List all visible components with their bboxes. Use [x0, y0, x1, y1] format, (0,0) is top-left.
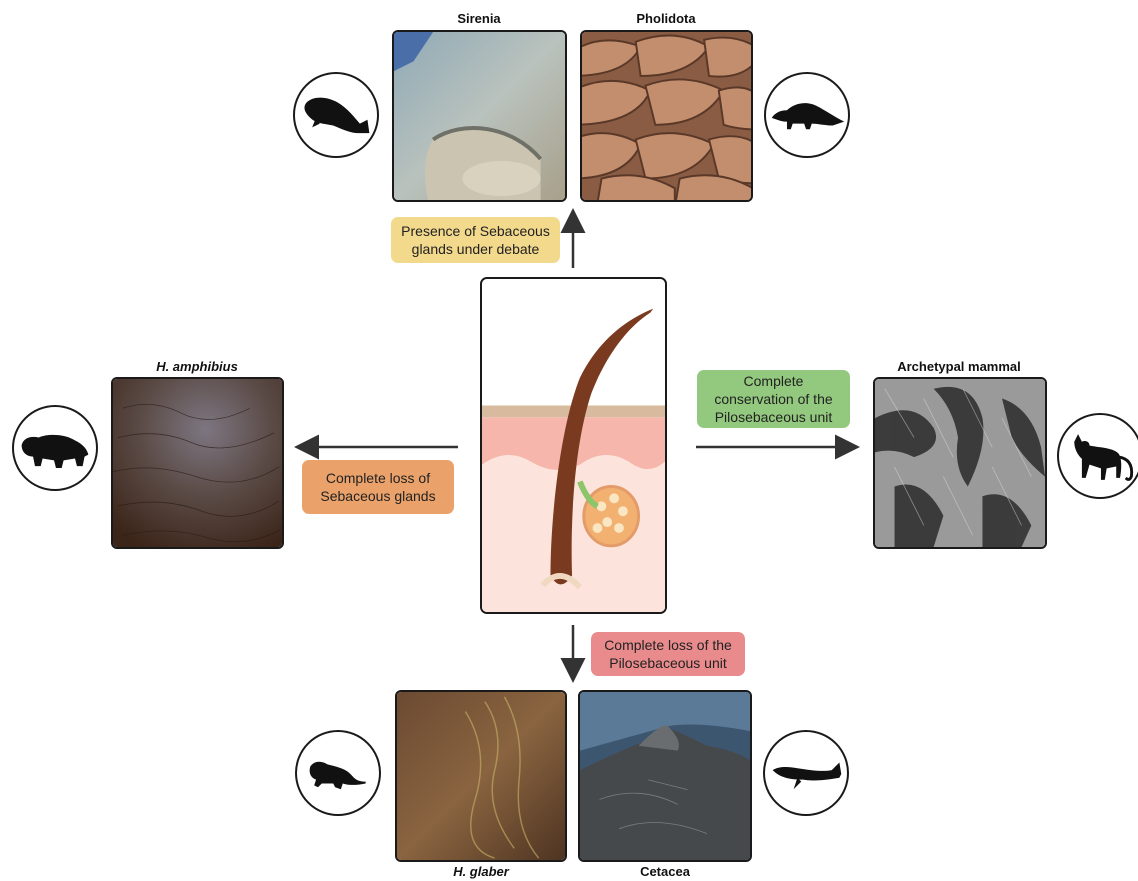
cetacea-title: Cetacea	[578, 864, 752, 879]
naked-mole-rat-icon	[295, 730, 381, 816]
glaber-photo	[395, 690, 567, 862]
cetacea-photo	[578, 690, 752, 862]
pholidota-title: Pholidota	[580, 11, 752, 26]
sirenia-photo	[392, 30, 567, 202]
archetypal-title: Archetypal mammal	[874, 359, 1044, 374]
hippo-title: H. amphibius	[112, 359, 282, 374]
manatee-icon	[293, 72, 379, 158]
whale-icon	[763, 730, 849, 816]
pholidota-photo	[580, 30, 753, 202]
glaber-title: H. glaber	[395, 864, 567, 879]
hippo-photo	[111, 377, 284, 549]
archetypal-photo	[873, 377, 1047, 549]
conservation-label: Complete conservation of the Pilosebaceo…	[697, 370, 850, 428]
cat-icon	[1057, 413, 1138, 499]
loss-sebaceous-label: Complete loss of Sebaceous glands	[302, 460, 454, 514]
skin-cross-section	[480, 277, 667, 614]
hippo-icon	[12, 405, 98, 491]
pangolin-icon	[764, 72, 850, 158]
sirenia-title: Sirenia	[394, 11, 564, 26]
loss-pilosebaceous-label: Complete loss of the Pilosebaceous unit	[591, 632, 745, 676]
debate-label: Presence of Sebaceous glands under debat…	[391, 217, 560, 263]
